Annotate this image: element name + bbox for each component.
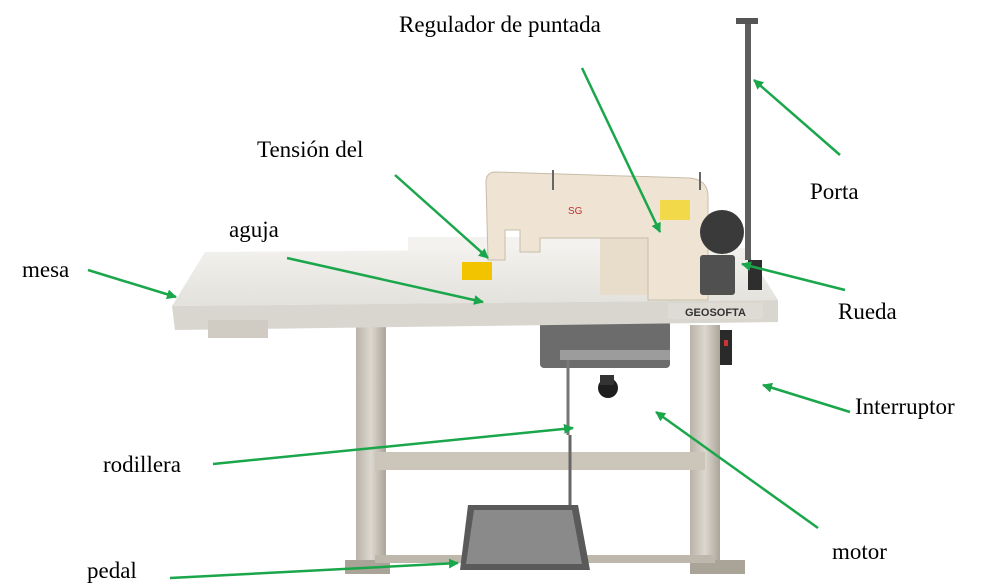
label-motor: motor bbox=[832, 539, 887, 564]
arrow-rodillera bbox=[212, 423, 574, 466]
cross-bar bbox=[375, 452, 705, 470]
left-leg bbox=[356, 325, 386, 565]
label-aguja: aguja bbox=[229, 217, 279, 242]
foot-pedal bbox=[460, 435, 590, 570]
handwheel bbox=[700, 210, 744, 254]
label-porta: Porta bbox=[810, 179, 859, 204]
arrow-aguja bbox=[286, 256, 484, 305]
brand-plate: GEOSOFTA bbox=[685, 307, 746, 319]
right-foot bbox=[690, 560, 745, 574]
switch-light bbox=[724, 340, 728, 346]
yellow-guard bbox=[462, 262, 492, 280]
arrow-mesa bbox=[87, 268, 177, 300]
callout-arrows bbox=[87, 67, 851, 580]
arrow-regulador bbox=[580, 67, 662, 233]
label-rodillera: rodillera bbox=[103, 452, 181, 477]
label-regulador: Regulador de puntada bbox=[399, 12, 601, 37]
arrow-porta bbox=[753, 79, 841, 156]
label-tension: Tensión del bbox=[257, 137, 364, 162]
right-leg bbox=[690, 325, 720, 565]
motor-unit bbox=[540, 320, 670, 435]
label-interruptor: Interruptor bbox=[855, 394, 955, 419]
arrow-rueda bbox=[741, 261, 846, 292]
arrow-pedal bbox=[169, 558, 459, 580]
arrow-motor bbox=[655, 410, 819, 530]
label-rueda: Rueda bbox=[838, 299, 897, 324]
switch-box bbox=[720, 330, 732, 365]
machine-head: SG GEOSOFTA bbox=[462, 18, 762, 319]
thread-stand-top bbox=[736, 18, 758, 24]
arrow-interruptor bbox=[762, 382, 851, 414]
label-mesa: mesa bbox=[22, 257, 70, 282]
head-badge: SG bbox=[568, 206, 583, 217]
warning-label bbox=[660, 200, 690, 220]
label-pedal: pedal bbox=[87, 558, 137, 583]
arrow-tension bbox=[394, 174, 489, 259]
thread-stand-pole bbox=[745, 22, 751, 260]
